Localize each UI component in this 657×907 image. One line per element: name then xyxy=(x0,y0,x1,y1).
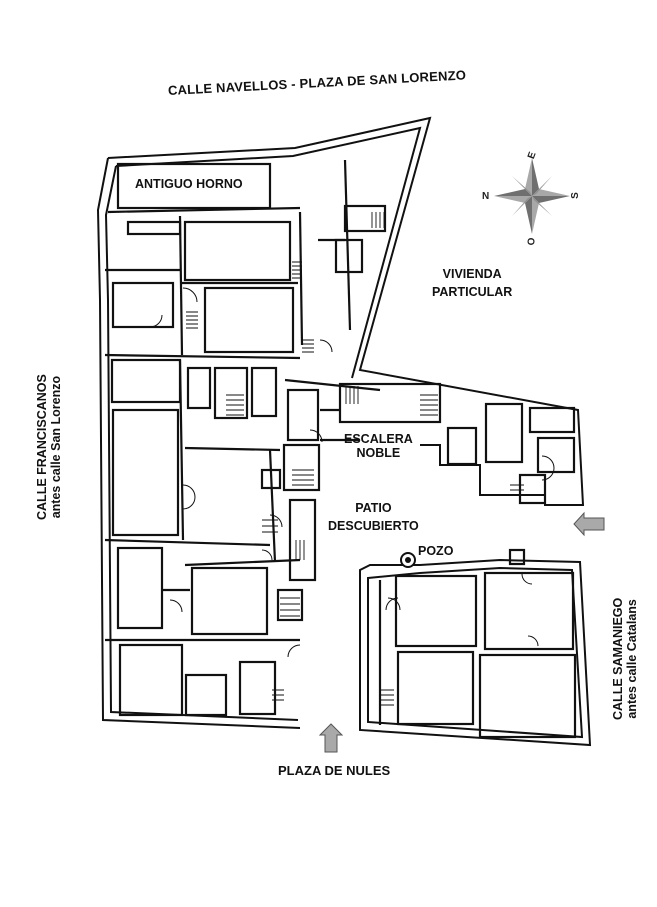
room-label-escalera-noble: ESCALERA NOBLE xyxy=(344,432,413,461)
interior-walls xyxy=(104,159,577,739)
room-label-vivienda-line1: VIVIENDA xyxy=(442,267,502,281)
street-label-west-line1: CALLE FRANCISCANOS xyxy=(35,374,49,520)
compass-south-label: S xyxy=(569,192,581,199)
room-label-escalera-line2: NOBLE xyxy=(356,445,401,460)
well-icon xyxy=(400,552,416,568)
door-swings xyxy=(149,287,555,658)
room-label-escalera-line1: ESCALERA xyxy=(344,432,413,446)
room-label-antiguo-horno: ANTIGUO HORNO xyxy=(135,177,243,191)
compass-west-label: O xyxy=(526,237,538,246)
room-label-patio-line2: DESCUBIERTO xyxy=(328,518,419,533)
street-label-east-line1: CALLE SAMANIEGO xyxy=(611,597,625,720)
street-label-east-line2: antes calle Catalans xyxy=(624,599,639,719)
compass-north-label: N xyxy=(482,191,490,202)
outer-wall xyxy=(96,116,592,747)
street-label-east: CALLE SAMANIEGO antes calle Catalans xyxy=(611,597,640,720)
room-label-vivienda-line2: PARTICULAR xyxy=(432,284,513,299)
room-label-vivienda: VIVIENDA PARTICULAR xyxy=(432,267,513,300)
street-label-west: CALLE FRANCISCANOS antes calle San Loren… xyxy=(35,374,64,520)
arrow-icon xyxy=(573,511,605,537)
street-label-south: PLAZA DE NULES xyxy=(278,763,391,778)
street-label-west-line2: antes calle San Lorenzo xyxy=(48,375,63,519)
compass-rose-icon xyxy=(494,158,570,234)
stairs-hatching xyxy=(186,212,524,706)
arrow-icon xyxy=(318,723,344,753)
room-label-patio-line1: PATIO xyxy=(355,501,392,515)
room-label-pozo: POZO xyxy=(418,544,454,558)
room-label-patio: PATIO DESCUBIERTO xyxy=(328,501,419,534)
